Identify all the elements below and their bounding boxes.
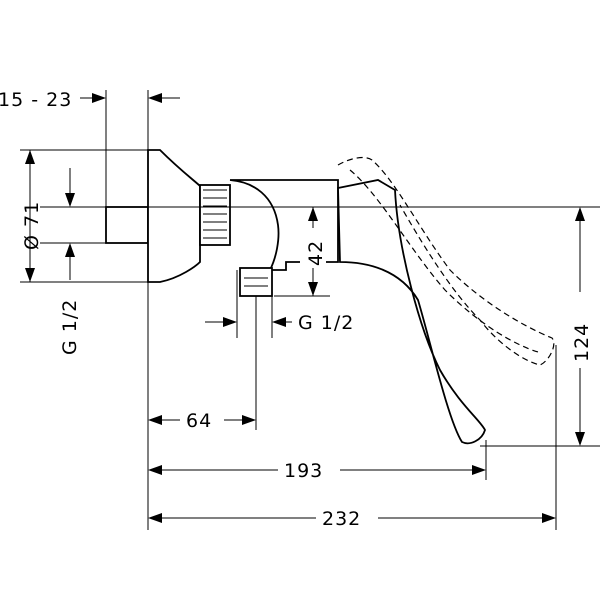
dimension-outlet-offset: 64 <box>148 410 256 432</box>
outlet-height-label: 42 <box>305 240 327 266</box>
flange-diameter-label: Ø 71 <box>21 201 43 250</box>
wall-flange <box>147 149 201 283</box>
inlet-pipe <box>105 206 149 244</box>
lever-reach-label: 193 <box>284 460 323 482</box>
thread-nut <box>199 184 231 246</box>
outlet-thread-label: G 1/2 <box>298 312 354 334</box>
nut-threads <box>203 189 227 239</box>
dimension-lever-reach: 193 <box>148 460 486 482</box>
outlet-offset-label: 64 <box>186 410 212 432</box>
dimension-wall-range: 15 - 23 <box>0 89 180 111</box>
dimension-inlet-thread: G 1/2 <box>59 168 81 355</box>
outlet-nozzle <box>239 267 273 297</box>
wall-range-label: 15 - 23 <box>0 89 72 111</box>
lever-alternate-position <box>337 156 555 366</box>
lever-height-label: 124 <box>571 323 593 362</box>
total-length-label: 232 <box>322 508 361 530</box>
dimension-outlet-height: 42 <box>300 207 327 296</box>
dimension-total-length: 232 <box>148 508 556 530</box>
reference-lines <box>20 90 600 530</box>
lever-handle <box>337 179 486 445</box>
dimension-flange-diameter: Ø 71 <box>21 150 43 282</box>
faucet-body-outline <box>105 149 486 445</box>
inlet-thread-label: G 1/2 <box>59 299 81 355</box>
dimension-outlet-thread: G 1/2 <box>205 312 354 334</box>
dimension-lever-height: 124 <box>571 207 593 446</box>
